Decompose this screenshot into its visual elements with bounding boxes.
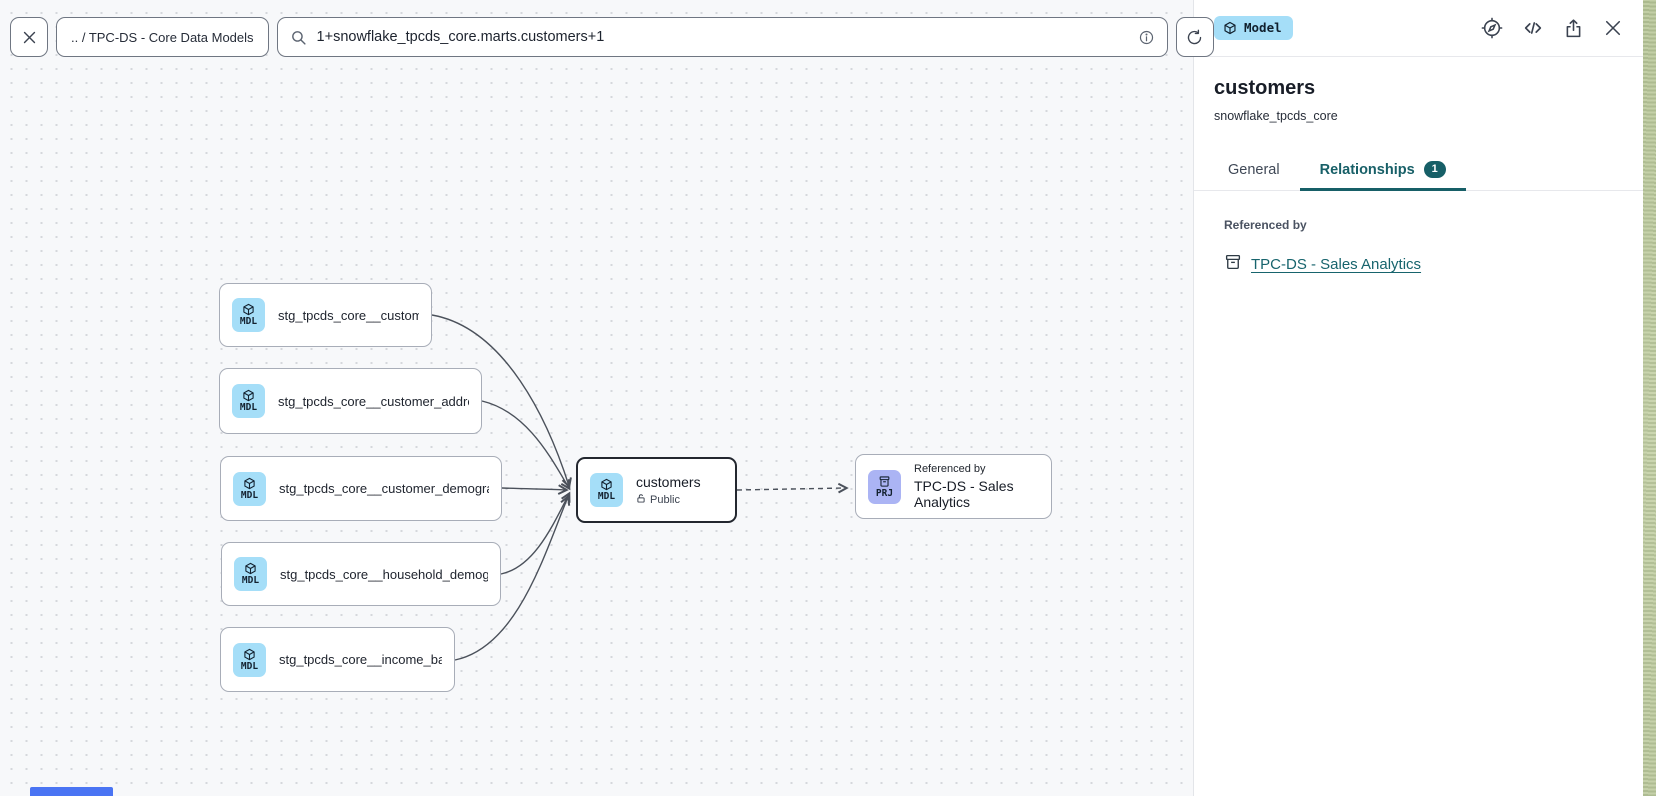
edge-customer-demographics: [501, 484, 569, 495]
refresh-icon: [1186, 29, 1203, 46]
lock-open-icon: [636, 493, 646, 507]
model-icon: MDL: [232, 298, 265, 332]
breadcrumb-label: .. / TPC-DS - Core Data Models: [71, 29, 254, 45]
relationships-content: Referenced by TPC-DS - Sales Analytics: [1194, 191, 1643, 303]
node-title: TPC-DS - Sales Analytics: [914, 478, 1014, 510]
edge-household-demographics: [500, 491, 571, 575]
node-label: stg_tpcds_core__household_demogr…: [280, 566, 488, 582]
bottom-edge-blue-bar: [30, 787, 113, 796]
canvas-toolbar: .. / TPC-DS - Core Data Models: [10, 17, 1214, 57]
node-label: stg_tpcds_core__customer_demogra…: [279, 481, 489, 496]
share-icon: [1566, 18, 1581, 37]
code-icon: [1524, 22, 1542, 34]
referenced-project-link[interactable]: TPC-DS - Sales Analytics: [1251, 256, 1422, 274]
lineage-canvas[interactable]: .. / TPC-DS - Core Data Models: [0, 0, 1214, 796]
node-stg-tpcds-core-household-demographics[interactable]: MDL stg_tpcds_core__household_demogr…: [221, 542, 501, 606]
model-icon: MDL: [233, 642, 266, 677]
lineage-selector-bar[interactable]: [276, 17, 1168, 57]
edge-referenced-by: [736, 482, 849, 494]
panel-actions: [1481, 17, 1623, 39]
selector-input[interactable]: [316, 29, 1128, 45]
close-panel-button[interactable]: [1603, 18, 1623, 38]
reference-item: TPC-DS - Sales Analytics: [1224, 253, 1613, 276]
node-stg-tpcds-core-income-band[interactable]: MDL stg_tpcds_core__income_band: [220, 627, 455, 692]
referenced-by-label: Referenced by: [1224, 218, 1307, 233]
node-stg-tpcds-core-customer-address[interactable]: MDL stg_tpcds_core__customer_address: [219, 368, 482, 434]
explore-button[interactable]: [1481, 17, 1503, 39]
refresh-button[interactable]: [1175, 17, 1214, 57]
node-title: customers: [636, 473, 701, 490]
node-stg-tpcds-core-customer[interactable]: MDL stg_tpcds_core__customer: [219, 283, 432, 347]
node-customers-selected[interactable]: MDL customers Public: [576, 457, 737, 523]
info-icon[interactable]: [1138, 29, 1155, 46]
node-stg-tpcds-core-customer-demographics[interactable]: MDL stg_tpcds_core__customer_demogra…: [220, 456, 502, 521]
desktop-wallpaper-strip: [1643, 0, 1656, 796]
share-button[interactable]: [1563, 18, 1584, 39]
tab-relationships[interactable]: Relationships 1: [1299, 150, 1466, 192]
project-archive-icon: [1224, 253, 1242, 276]
compass-icon: [1481, 17, 1503, 39]
node-label: stg_tpcds_core__income_band: [279, 652, 442, 667]
close-icon: [21, 29, 38, 46]
lineage-edges: [431, 314, 849, 661]
project-icon: PRJ: [868, 469, 901, 504]
close-icon: [1605, 20, 1621, 36]
details-panel: Model customers snowflake_tpcds_core: [1193, 0, 1643, 796]
node-kicker: Referenced by: [914, 463, 986, 475]
panel-tabs: General Relationships 1: [1194, 150, 1643, 192]
node-label: stg_tpcds_core__customer: [278, 307, 419, 323]
model-icon: MDL: [234, 557, 267, 591]
node-label: stg_tpcds_core__customer_address: [278, 393, 469, 409]
panel-title-block: customers snowflake_tpcds_core: [1194, 57, 1643, 123]
page-title: customers: [1214, 77, 1316, 99]
model-icon: MDL: [232, 384, 265, 418]
model-type-badge: Model: [1214, 16, 1293, 40]
search-icon: [290, 29, 307, 46]
node-tpcds-sales-analytics-project[interactable]: PRJ Referenced by TPC-DS - Sales Analyti…: [855, 454, 1052, 519]
panel-header: Model: [1194, 0, 1643, 57]
node-visibility: Public: [636, 493, 701, 507]
close-lineage-button[interactable]: [10, 17, 48, 57]
view-code-button[interactable]: [1522, 17, 1544, 39]
model-icon: MDL: [233, 471, 266, 506]
breadcrumb[interactable]: .. / TPC-DS - Core Data Models: [56, 17, 269, 57]
model-icon: MDL: [590, 473, 623, 507]
relationships-count-badge: 1: [1423, 161, 1446, 179]
package-name: snowflake_tpcds_core: [1214, 109, 1338, 123]
tab-general[interactable]: General: [1228, 161, 1280, 178]
